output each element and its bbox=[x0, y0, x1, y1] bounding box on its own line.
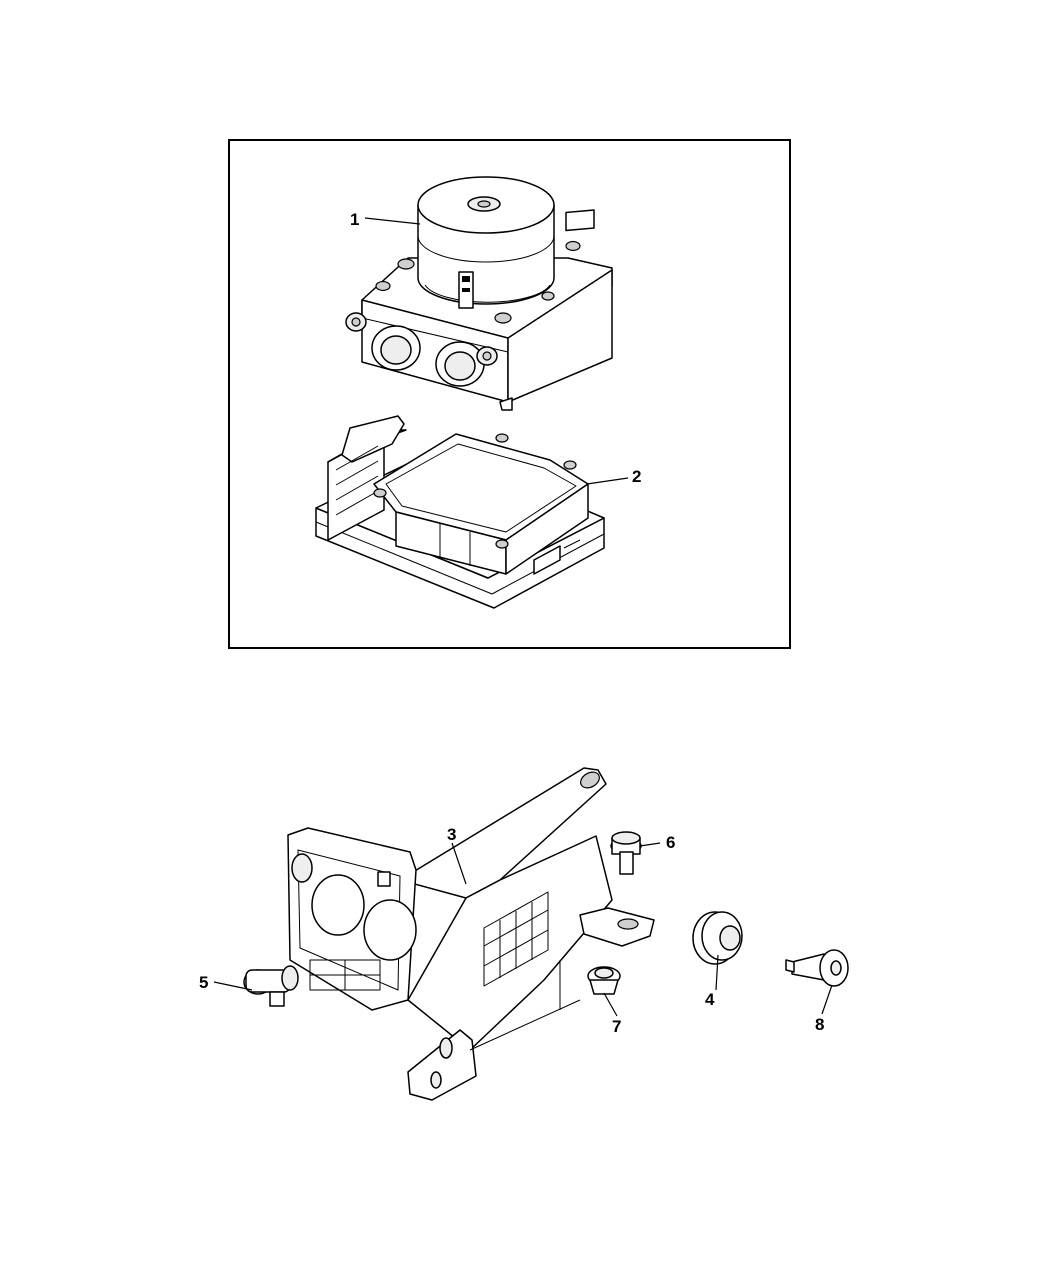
electronic-control-module bbox=[315, 415, 605, 609]
callout-2: 2 bbox=[632, 467, 641, 486]
callout-8: 8 bbox=[815, 1015, 824, 1034]
callout-4: 4 bbox=[705, 990, 715, 1009]
callout-6: 6 bbox=[666, 833, 675, 852]
leader-lines bbox=[213, 217, 833, 1017]
callout-7: 7 bbox=[612, 1017, 621, 1036]
hydraulic-control-unit bbox=[345, 176, 613, 411]
bolt bbox=[610, 831, 642, 875]
pin-fastener bbox=[785, 949, 849, 987]
nut bbox=[587, 966, 621, 995]
callout-5: 5 bbox=[199, 973, 208, 992]
hose-clip bbox=[243, 965, 299, 1007]
upper-view-frame bbox=[228, 139, 791, 649]
callout-3: 3 bbox=[447, 825, 456, 844]
callout-1: 1 bbox=[350, 210, 359, 229]
grommet bbox=[692, 911, 743, 965]
mounting-bracket bbox=[287, 767, 655, 1101]
